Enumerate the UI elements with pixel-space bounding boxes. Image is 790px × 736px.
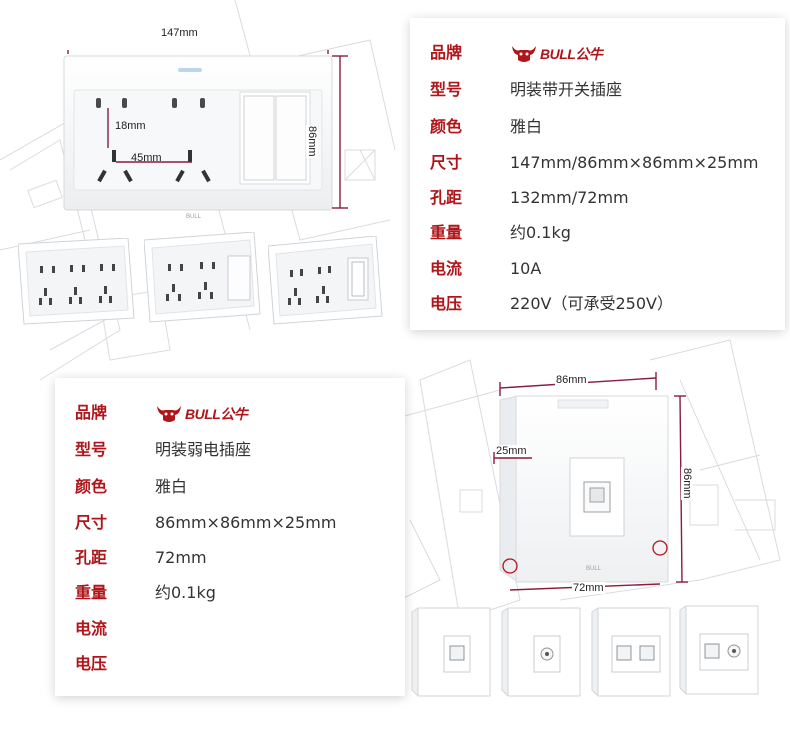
spec-label: 型号 bbox=[75, 440, 108, 459]
spec-label: 型号 bbox=[430, 80, 463, 99]
spec-label: 电压 bbox=[75, 654, 108, 673]
spec-row-color: 颜色 雅白 bbox=[410, 112, 785, 142]
plate-marking: BULL bbox=[586, 566, 602, 572]
top-spec-card: 品牌 BULL公牛 型号 明装带开关插座 颜色 雅白 尺寸 147mm/86mm… bbox=[410, 18, 785, 330]
variant-six-hole-switch-socket bbox=[268, 236, 383, 325]
bottom-spec-card: 品牌 BULL公牛 型号 明装弱电插座 颜色 雅白 尺寸 86mm×86mm×2… bbox=[55, 378, 405, 696]
network-socket-box-image: BULL bbox=[493, 372, 688, 591]
box-hole-dimension-label: 72mm bbox=[572, 582, 605, 594]
spec-value: 约0.1kg bbox=[510, 223, 571, 242]
spec-label: 电压 bbox=[430, 294, 463, 313]
spec-value: 雅白 bbox=[510, 117, 543, 136]
spec-row-current: 电流 10A bbox=[410, 254, 785, 284]
brand-logo-text: BULL公牛 bbox=[185, 406, 248, 422]
spec-value: 雅白 bbox=[155, 477, 188, 496]
spec-label: 重量 bbox=[430, 223, 463, 242]
plate-marking: BULL bbox=[186, 214, 202, 220]
spec-row-weight: 重量 约0.1kg bbox=[55, 578, 405, 608]
width-dimension-label: 147mm bbox=[160, 27, 199, 39]
spec-label: 尺寸 bbox=[430, 153, 463, 172]
spec-value: 10A bbox=[510, 259, 542, 278]
spec-label: 颜色 bbox=[430, 117, 463, 136]
spec-row-weight: 重量 约0.1kg bbox=[410, 218, 785, 248]
spec-label: 电流 bbox=[430, 259, 463, 278]
switch-socket-plate-image: BULL bbox=[63, 50, 348, 220]
spec-value: 72mm bbox=[155, 548, 207, 567]
spec-row-voltage: 电压 bbox=[55, 649, 405, 679]
spec-row-current: 电流 bbox=[55, 614, 405, 644]
spec-row-size: 尺寸 147mm/86mm×86mm×25mm bbox=[410, 148, 785, 178]
spec-value: 明装带开关插座 bbox=[510, 80, 623, 99]
height-dimension-label: 86mm bbox=[306, 125, 318, 158]
variant-single-tv-socket bbox=[501, 607, 581, 697]
spec-value: 约0.1kg bbox=[155, 583, 216, 602]
bull-head-icon bbox=[157, 406, 181, 422]
box-width-dimension-label: 86mm bbox=[555, 374, 588, 386]
spec-label: 尺寸 bbox=[75, 513, 108, 532]
spec-label: 孔距 bbox=[430, 188, 463, 207]
variant-single-network-socket bbox=[411, 607, 491, 697]
spec-value: 132mm/72mm bbox=[510, 188, 629, 207]
spec-label: 颜色 bbox=[75, 477, 108, 496]
spec-row-brand: 品牌 BULL公牛 bbox=[55, 398, 405, 428]
spec-row-voltage: 电压 220V（可承受250V） bbox=[410, 289, 785, 319]
spec-value: 147mm/86mm×86mm×25mm bbox=[510, 153, 759, 172]
spec-value: 86mm×86mm×25mm bbox=[155, 513, 337, 532]
spec-label: 品牌 bbox=[430, 43, 463, 62]
box-height-dimension-label: 86mm bbox=[681, 467, 693, 500]
spec-value: 220V（可承受250V） bbox=[510, 294, 673, 313]
spec-value: 明装弱电插座 bbox=[155, 440, 252, 459]
hole-vertical-dimension-label: 18mm bbox=[115, 120, 146, 132]
spec-row-model: 型号 明装带开关插座 bbox=[410, 75, 785, 105]
spec-label: 孔距 bbox=[75, 548, 108, 567]
hole-horizontal-dimension-label: 45mm bbox=[131, 152, 162, 164]
variant-six-hole-socket bbox=[18, 238, 135, 325]
box-depth-dimension-label: 25mm bbox=[495, 445, 528, 457]
spec-label: 电流 bbox=[75, 619, 108, 638]
variant-four-hole-switch-socket bbox=[144, 232, 261, 323]
bull-head-icon bbox=[512, 46, 536, 62]
variant-network-tv-socket bbox=[679, 605, 759, 695]
spec-row-size: 尺寸 86mm×86mm×25mm bbox=[55, 508, 405, 538]
spec-label: 重量 bbox=[75, 583, 108, 602]
spec-row-color: 颜色 雅白 bbox=[55, 472, 405, 502]
variant-dual-network-socket bbox=[591, 607, 671, 697]
spec-label: 品牌 bbox=[75, 403, 108, 422]
spec-row-brand: 品牌 BULL公牛 bbox=[410, 38, 785, 68]
brand-logo-text: BULL公牛 bbox=[540, 46, 603, 62]
spec-row-hole-distance: 孔距 132mm/72mm bbox=[410, 183, 785, 213]
spec-row-hole-distance: 孔距 72mm bbox=[55, 543, 405, 573]
spec-row-model: 型号 明装弱电插座 bbox=[55, 435, 405, 465]
